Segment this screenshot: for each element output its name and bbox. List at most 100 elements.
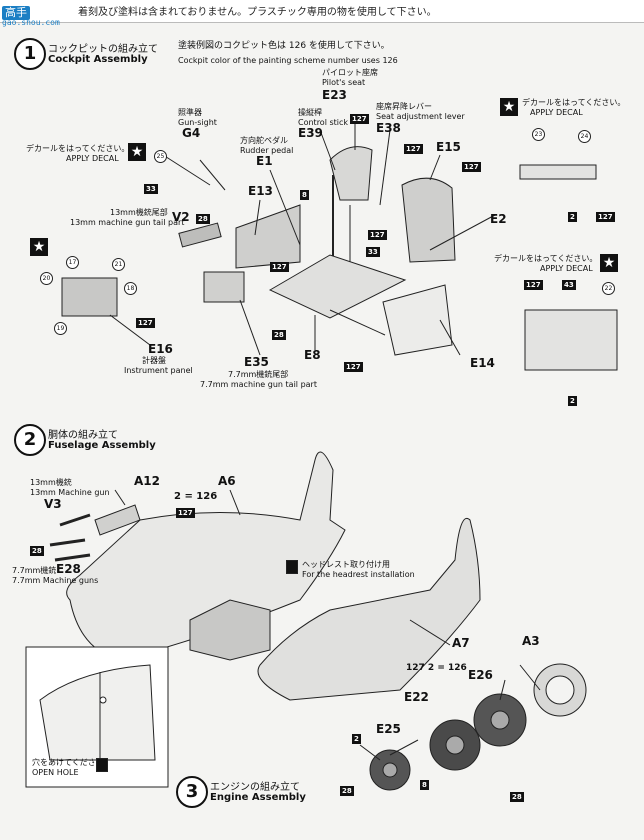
decal-number: 25 <box>154 150 167 163</box>
floor-e8-drawing <box>268 254 407 319</box>
paint-code: 33 <box>144 184 158 194</box>
paint-code: 28 <box>196 214 210 224</box>
mix-code: 2 = 126 <box>174 491 218 502</box>
decal-number: 21 <box>112 258 125 271</box>
inst-label-en: Instrument panel <box>124 366 193 375</box>
mg77-jp: 7.7mm機銃 <box>12 566 57 575</box>
paint-code: 28 <box>340 786 354 796</box>
mg77-en: 7.7mm Machine guns <box>12 576 99 585</box>
mg77-tail-jp: 7.7mm機銃尾部 <box>228 370 289 379</box>
pilot-seat-drawing <box>329 146 373 201</box>
mix-code: 127 2 = 126 <box>406 663 467 673</box>
mg13-part: V3 <box>44 497 62 511</box>
decal2-en: APPLY DECAL <box>530 108 583 117</box>
mg13-tail-part: V2 <box>172 210 190 224</box>
paint-code: 33 <box>366 247 380 257</box>
inst-label-jp: 計器盤 <box>142 356 166 365</box>
stick-label-jp: 操縦桿 <box>298 108 322 117</box>
drill-icon <box>96 758 108 772</box>
part-e15: E15 <box>436 140 461 154</box>
decal-star-icon: ★ <box>600 254 618 272</box>
mg13-tail-en: 13mm machine gun tail part <box>70 218 185 227</box>
part-e14: E14 <box>470 356 495 370</box>
paint-code: 127 <box>524 280 543 290</box>
stick-part: E39 <box>298 126 323 140</box>
paint-notice: 着刻及び塗料は含まれておりません。プラスチック専用の物を使用して下さい。 <box>78 7 437 18</box>
logo-mark: 高手 <box>2 6 30 20</box>
step3-number: 3 <box>176 776 208 808</box>
headrest-en: For the headrest installation <box>302 570 415 579</box>
paint-code: 2 <box>568 396 577 406</box>
part-e8: E8 <box>304 348 321 362</box>
mg13-en: 13mm Machine gun <box>30 488 110 497</box>
decal-star-icon: ★ <box>128 143 146 161</box>
paint-note-en: Cockpit color of the painting scheme num… <box>178 56 398 65</box>
logo-url: gao.shou.com <box>2 18 60 27</box>
seat-part: E23 <box>322 88 347 102</box>
paint-code: 2 <box>568 212 577 222</box>
headrest-jp: ヘッドレスト取り付け用 <box>302 560 390 569</box>
paint-code: 28 <box>272 330 286 340</box>
step2-number: 2 <box>14 424 46 456</box>
mg77-tail-part: E35 <box>244 355 269 369</box>
decal-number: 23 <box>532 128 545 141</box>
part-a6: A6 <box>218 474 236 488</box>
paint-code: 127 <box>136 318 155 328</box>
paint-code: 127 <box>596 212 615 222</box>
decal1-en: APPLY DECAL <box>66 154 119 163</box>
decal-number: 19 <box>54 322 67 335</box>
decal-number: 22 <box>602 282 615 295</box>
paint-code: 2 <box>352 734 361 744</box>
pedal-part: E1 <box>256 154 273 168</box>
decal3-en: APPLY DECAL <box>540 264 593 273</box>
part-a3: A3 <box>522 634 540 648</box>
paint-code: 8 <box>300 190 309 200</box>
step3-title-en: Engine Assembly <box>210 792 306 803</box>
paint-code: 8 <box>420 780 429 790</box>
step2-title-en: Fuselage Assembly <box>48 440 156 451</box>
cockpit-tub-drawing <box>189 599 271 661</box>
part-e25: E25 <box>376 722 401 736</box>
lever-part: E38 <box>376 121 401 135</box>
top-notice-bar: 高手 gao.shou.com 着刻及び塗料は含まれておりません。プラスチック専… <box>0 0 644 27</box>
paint-code: 127 <box>368 230 387 240</box>
paint-code: 127 <box>270 262 289 272</box>
paint-code: 43 <box>562 280 576 290</box>
seat-label-jp: パイロット座席 <box>322 68 378 77</box>
decal-number: 18 <box>124 282 137 295</box>
step2-title-jp: 胴体の組み立て <box>48 430 118 441</box>
decal-star-icon: ★ <box>500 98 518 116</box>
hole-en: OPEN HOLE <box>32 768 79 777</box>
pedal-label-en: Rudder pedal <box>240 146 294 155</box>
paint-code: 127 <box>176 508 195 518</box>
decal2-jp: デカールをはってください。 <box>522 98 626 107</box>
drill-icon <box>286 560 298 574</box>
part-e13: E13 <box>248 184 273 198</box>
part-a12: A12 <box>134 474 160 488</box>
step1-title-en: Cockpit Assembly <box>48 54 148 65</box>
stick-label-en: Control stick <box>298 118 349 127</box>
paint-code: 28 <box>30 546 44 556</box>
step1-number: 1 <box>14 38 46 70</box>
decal-number: 17 <box>66 256 79 269</box>
mg77-part: E28 <box>56 562 81 576</box>
gunsight-label-jp: 照準器 <box>178 108 202 117</box>
lever-label-en: Seat adjustment lever <box>376 112 465 121</box>
paint-note-jp: 塗装例図のコクピット色は 126 を使用して下さい。 <box>178 41 390 51</box>
pedal-label-jp: 方向舵ペダル <box>240 136 288 145</box>
part-e22: E22 <box>404 690 429 704</box>
gunsight-label-en: Gun-sight <box>178 118 217 127</box>
gunsight-part: G4 <box>182 126 201 140</box>
e13-panel-drawing <box>235 204 301 269</box>
paint-code: 127 <box>350 114 369 124</box>
e14-panel-drawing <box>382 284 453 356</box>
decal-star-icon: ★ <box>30 238 48 256</box>
e15-frame-drawing <box>401 177 456 263</box>
step1-title-jp: コックピットの組み立て <box>48 44 158 55</box>
mg13-tail-jp: 13mm機銃尾部 <box>110 208 168 217</box>
paint-code: 127 <box>404 144 423 154</box>
part-e26: E26 <box>468 668 493 682</box>
paint-code: 127 <box>344 362 363 372</box>
paint-code: 127 <box>462 162 481 172</box>
